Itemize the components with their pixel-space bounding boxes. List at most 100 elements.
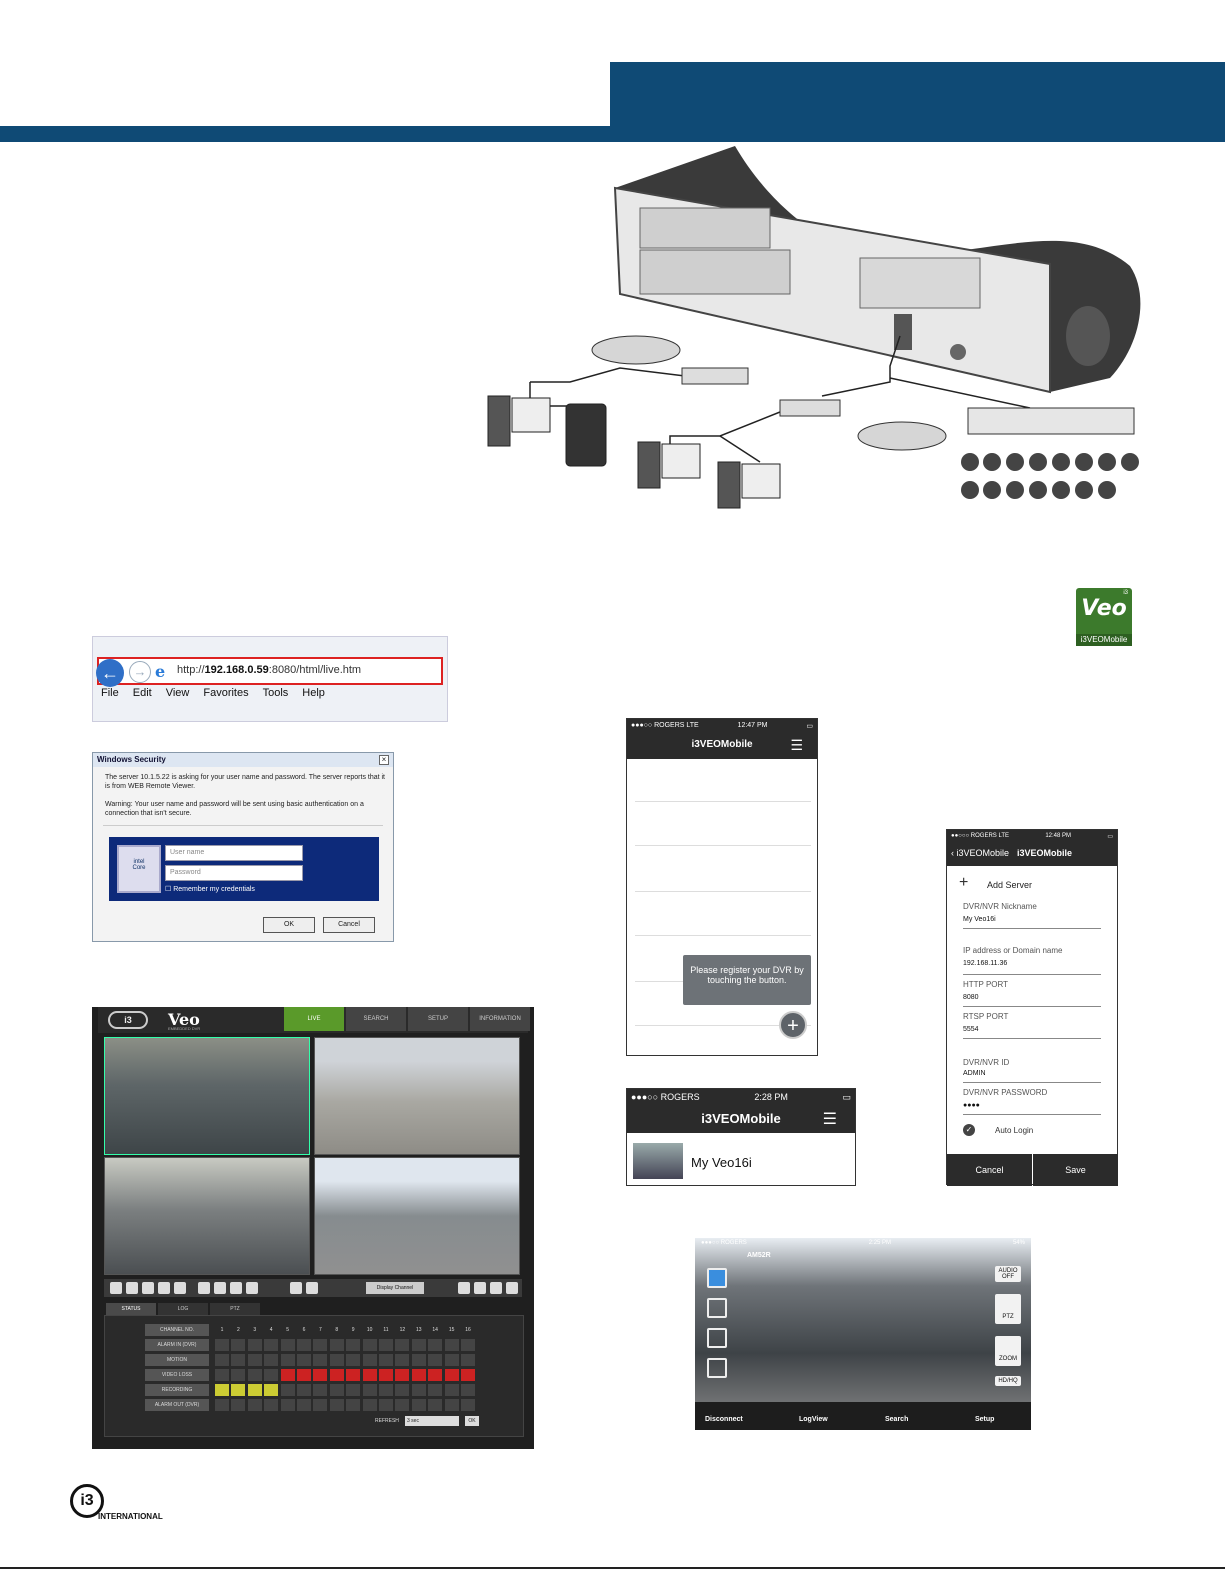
- layout-4-icon[interactable]: [707, 1298, 727, 1318]
- menu-view[interactable]: View: [165, 687, 190, 699]
- search-button[interactable]: Search: [885, 1416, 909, 1423]
- veo-logo-sub: EMBEDDED DVR: [168, 1026, 201, 1031]
- save-button[interactable]: Save: [1033, 1154, 1118, 1186]
- rtsp-port-input[interactable]: 5554: [963, 1026, 979, 1033]
- layout-9-icon[interactable]: [707, 1328, 727, 1348]
- status-cell: [329, 1399, 344, 1411]
- ip-address-input[interactable]: 192.168.11.36: [963, 960, 1008, 967]
- status-cell: [428, 1369, 443, 1381]
- display-channel-button[interactable]: Display Channel: [366, 1282, 424, 1294]
- back-button[interactable]: ‹ i3VEOMobile: [951, 848, 1010, 858]
- menu-icon[interactable]: ☰: [790, 737, 803, 753]
- field-label: IP address or Domain name: [963, 946, 1063, 955]
- layout-16-icon[interactable]: [707, 1358, 727, 1378]
- setup-button[interactable]: Setup: [975, 1416, 995, 1423]
- channel-number: 2: [237, 1327, 240, 1333]
- ptz-button[interactable]: PTZ: [995, 1294, 1021, 1324]
- app-title: i3VEOMobile: [691, 739, 753, 750]
- browser-window: ← → e http://192.168.0.59:8080/html/live…: [92, 636, 448, 722]
- status-cell: [215, 1384, 229, 1396]
- speaker-icon[interactable]: [306, 1282, 318, 1294]
- status-cell: [411, 1354, 426, 1366]
- footer-i3-logo: i3 INTERNATIONAL: [70, 1484, 170, 1524]
- camera-feed-3[interactable]: [104, 1157, 310, 1275]
- tab-ptz[interactable]: PTZ: [210, 1303, 260, 1315]
- forward-icon[interactable]: →: [129, 661, 151, 683]
- status-cell: [329, 1339, 344, 1351]
- http-port-input[interactable]: 8080: [963, 994, 979, 1001]
- menu-help[interactable]: Help: [302, 687, 325, 699]
- status-cell: [411, 1399, 426, 1411]
- status-cell: [379, 1369, 393, 1381]
- menu-favorites[interactable]: Favorites: [203, 687, 249, 699]
- username-input[interactable]: User name: [165, 845, 303, 861]
- nickname-input[interactable]: My Veo16i: [963, 916, 996, 923]
- menu-edit[interactable]: Edit: [132, 687, 152, 699]
- cancel-button[interactable]: Cancel: [323, 917, 375, 933]
- zoom-icon[interactable]: [230, 1282, 242, 1294]
- ie-logo-icon: e: [155, 662, 166, 681]
- sequence-icon[interactable]: [198, 1282, 210, 1294]
- audio-off-button[interactable]: AUDIO OFF: [995, 1266, 1021, 1282]
- veo-app-icon: i3 Veo i3VEOMobile: [1076, 588, 1132, 646]
- camera-feed-4[interactable]: [314, 1157, 520, 1275]
- camera-icons: [961, 453, 1139, 499]
- hd-hq-button[interactable]: HD/HQ: [995, 1376, 1021, 1386]
- gear-icon[interactable]: [506, 1282, 518, 1294]
- url-text[interactable]: http://192.168.0.59:8080/html/live.htm: [177, 664, 362, 676]
- tab-setup[interactable]: SETUP: [408, 1007, 468, 1031]
- back-icon[interactable]: ←: [96, 659, 124, 687]
- dvr-id-input[interactable]: ADMIN: [963, 1070, 986, 1077]
- address-bar[interactable]: [97, 657, 443, 685]
- status-row-label: VIDEO LOSS: [145, 1369, 209, 1381]
- menu-file[interactable]: File: [101, 687, 119, 699]
- screen-icon[interactable]: [214, 1282, 226, 1294]
- microphone-icon[interactable]: [290, 1282, 302, 1294]
- ok-button[interactable]: OK: [263, 917, 315, 933]
- server-name[interactable]: My Veo16i: [691, 1155, 752, 1170]
- refresh-ok-button[interactable]: OK: [465, 1416, 479, 1426]
- tab-live[interactable]: LIVE: [284, 1007, 344, 1031]
- status-cell: [280, 1339, 295, 1351]
- add-server-button[interactable]: +: [779, 1011, 807, 1039]
- save-icon[interactable]: [490, 1282, 502, 1294]
- menu-tools[interactable]: Tools: [262, 687, 289, 699]
- fullscreen-icon[interactable]: [246, 1282, 258, 1294]
- field-underline: [963, 1006, 1101, 1007]
- camera-feed-2[interactable]: [314, 1037, 520, 1155]
- tab-search[interactable]: SEARCH: [346, 1007, 406, 1031]
- layout-9-icon[interactable]: [158, 1282, 170, 1294]
- camera-feed-1[interactable]: [104, 1037, 310, 1155]
- layout-4-icon[interactable]: [126, 1282, 138, 1294]
- password-input[interactable]: Password: [165, 865, 303, 881]
- cancel-button[interactable]: Cancel: [947, 1154, 1032, 1186]
- tab-status[interactable]: STATUS: [106, 1303, 156, 1315]
- register-tooltip: Please register your DVR by touching the…: [683, 955, 811, 1005]
- settings-icon[interactable]: [458, 1282, 470, 1294]
- layout-1-icon[interactable]: [110, 1282, 122, 1294]
- status-row-label: MOTION: [145, 1354, 209, 1366]
- remember-checkbox[interactable]: ☐ Remember my credentials: [165, 886, 255, 893]
- print-icon[interactable]: [474, 1282, 486, 1294]
- status-cell: [379, 1354, 393, 1366]
- refresh-select[interactable]: 3 sec: [405, 1416, 459, 1426]
- zoom-button[interactable]: ZOOM: [995, 1336, 1021, 1366]
- app-label: i3VEOMobile: [1076, 634, 1132, 646]
- logview-button[interactable]: LogView: [799, 1416, 828, 1423]
- dvr-password-input[interactable]: ●●●●: [963, 1102, 980, 1109]
- layout-1-icon[interactable]: [707, 1268, 727, 1288]
- add-icon: +: [959, 874, 969, 891]
- close-icon[interactable]: ×: [379, 755, 389, 765]
- tab-log[interactable]: LOG: [158, 1303, 208, 1315]
- divider: [635, 801, 811, 802]
- menu-icon[interactable]: ☰: [822, 1111, 837, 1128]
- channel-number: 11: [383, 1327, 389, 1333]
- layout-6-icon[interactable]: [142, 1282, 154, 1294]
- tab-information[interactable]: INFORMATION: [470, 1007, 530, 1031]
- disconnect-button[interactable]: Disconnect: [705, 1416, 743, 1423]
- layout-16-icon[interactable]: [174, 1282, 186, 1294]
- auto-login-check-icon[interactable]: ✓: [963, 1124, 975, 1136]
- battery-icon: ▭: [1107, 834, 1113, 840]
